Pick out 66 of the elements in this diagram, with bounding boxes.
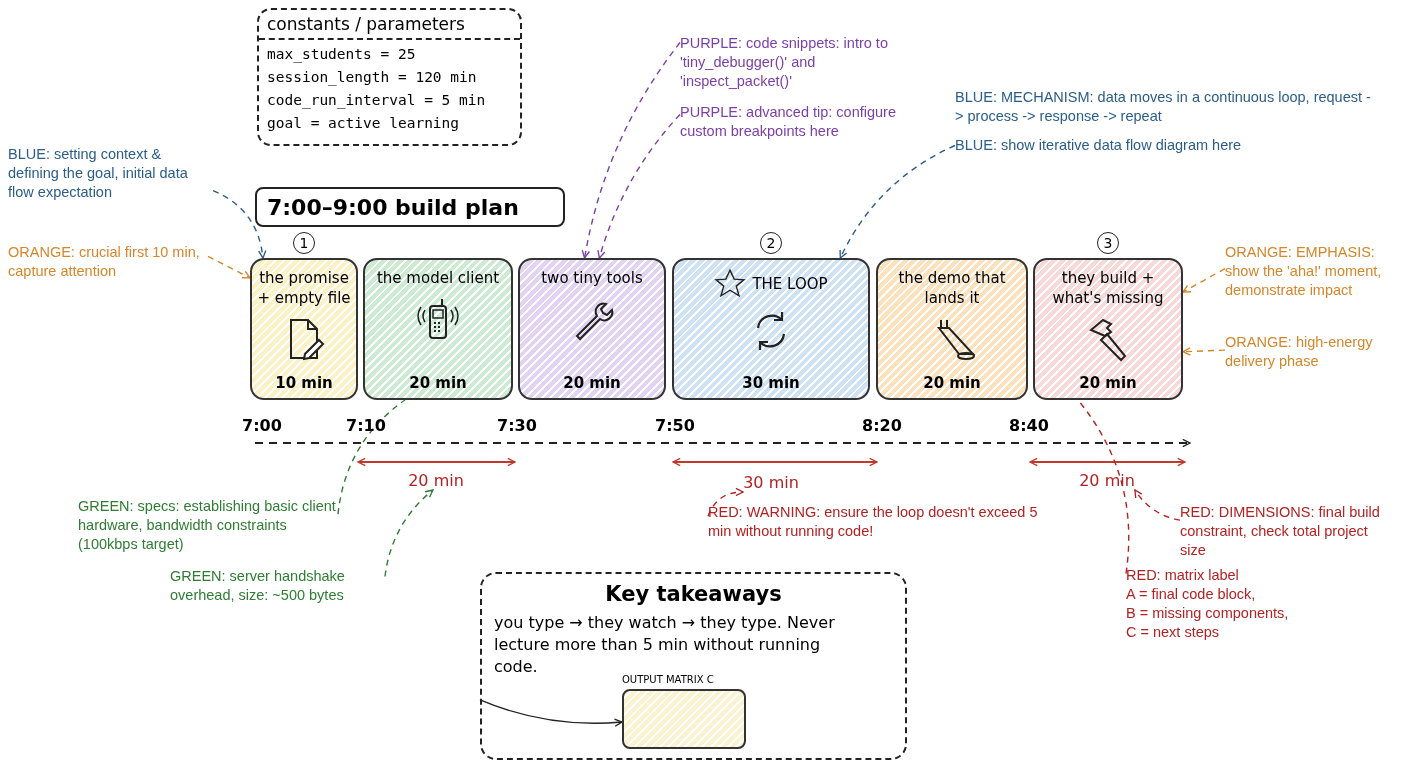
card-title: THE LOOP [752, 274, 828, 294]
time-label: 8:20 [862, 416, 902, 435]
annotation-text: C = next steps [1126, 623, 1221, 642]
time-label: 7:50 [655, 416, 695, 435]
duration-text: 20 min [923, 374, 981, 392]
annotation-text: RED: WARNING: ensure the loop doesn't exceed 5 min without running code! [708, 503, 1038, 541]
leader-line [337, 399, 406, 515]
arrow [479, 699, 623, 727]
phase-card [250, 258, 358, 400]
annotation-text: B = missing components, [1126, 604, 1290, 623]
arrow [1182, 267, 1226, 293]
time-label: 7:00 [242, 416, 282, 435]
phase-card [672, 258, 870, 400]
time-label: 7:30 [497, 416, 537, 435]
parameter-line: session_length = 120 min [266, 68, 478, 88]
dimension-label: 30 min [740, 473, 802, 492]
annotation-text: ORANGE: EMPHASIS: show the 'aha!' moment, demonstrate impact [1225, 243, 1405, 300]
dimension-label: 20 min [405, 471, 467, 490]
parameter-line: code_run_interval = 5 min [266, 91, 487, 111]
takeaway-text: you type → they watch → they type. Never lecture more than 5 min without running code. [494, 612, 836, 676]
arrow [839, 144, 956, 259]
arrow [212, 189, 267, 259]
card-title: they build + what's missing [1051, 268, 1165, 308]
annotation-text: ORANGE: high-energy delivery phase [1225, 333, 1395, 371]
arrow [384, 489, 434, 578]
arrow [1182, 347, 1226, 356]
annotation-text: BLUE: setting context & defining the goal, initial data flow expectation [8, 145, 213, 202]
annotation-text: GREEN: server handshake overhead, size: ~500 bytes [170, 567, 385, 605]
card-title: two tiny tools [541, 268, 643, 288]
phase-card [518, 258, 666, 400]
annotation-text: RED: matrix label [1126, 566, 1240, 585]
arrow [707, 487, 744, 517]
annotation-text: PURPLE: advanced tip: configure custom breakpoints here [680, 103, 925, 141]
duration-text: 20 min [1079, 374, 1137, 392]
duration-text: 10 min [275, 374, 333, 392]
arrow [207, 255, 251, 279]
phase-card [363, 258, 513, 400]
annotation-text: BLUE: MECHANISM: data moves in a continuous loop, request -> process -> response -> repeat [955, 88, 1372, 126]
box-heading: constants / parameters [259, 10, 520, 40]
annotation-text: BLUE: show iterative data flow diagram here [955, 136, 1315, 155]
time-label: 8:40 [1009, 416, 1049, 435]
duration-text: 20 min [409, 374, 467, 392]
parameters-box [257, 8, 522, 146]
card-title: the demo that lands it [897, 268, 1007, 308]
parameter-line: goal = active learning [266, 114, 461, 133]
annotation-text: A = final code block, [1126, 585, 1257, 604]
time-label: 7:10 [346, 416, 386, 435]
arrow [1134, 489, 1181, 521]
phase-card [876, 258, 1028, 400]
parameter-line: max_students = 25 [266, 45, 417, 65]
arrow [581, 41, 681, 259]
annotation-text: RED: DIMENSIONS: final build constraint, check total project size [1180, 503, 1395, 560]
arrow [597, 113, 681, 259]
takeaways-panel [480, 572, 907, 760]
duration-text: 20 min [563, 374, 621, 392]
panel-heading: Key takeaways [604, 582, 783, 606]
title-bar: 7:00–9:00 build plan [255, 187, 565, 227]
duration-text: 30 min [742, 374, 800, 392]
box-heading: OUTPUT MATRIX C [622, 674, 715, 685]
dimension-label: 20 min [1076, 471, 1138, 490]
annotation-text: PURPLE: code snippets: intro to 'tiny_debugger()' and 'inspect_packet()' [680, 34, 925, 91]
phase-card [1033, 258, 1183, 400]
card-title: the model client [376, 268, 500, 288]
annotation-text: ORANGE: crucial first 10 min, capture attention [8, 243, 208, 281]
annotation-text: GREEN: specs: establishing basic client hardware, bandwidth constraints (100kbps target) [78, 497, 338, 554]
card-title: the promise + empty file [256, 268, 352, 308]
